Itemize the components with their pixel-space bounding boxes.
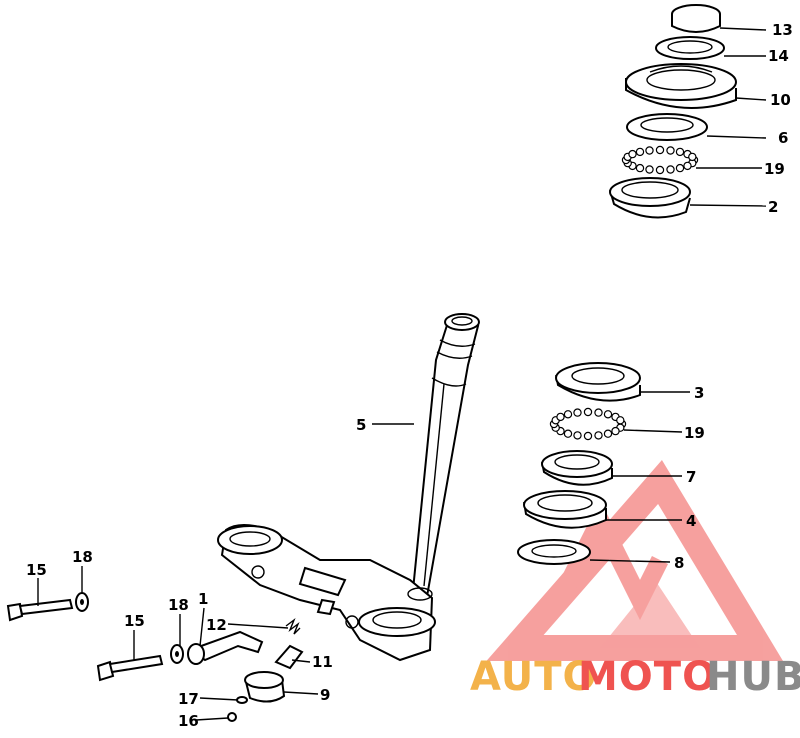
callout-3: 3: [694, 384, 704, 402]
wordmark-moto: MOTO: [578, 654, 717, 700]
steel-ball: [616, 416, 625, 425]
callout-15-mid: 15: [124, 612, 145, 630]
steel-ball: [675, 147, 685, 157]
steel-ball: [666, 165, 675, 174]
callout-9: 9: [320, 686, 330, 704]
part-steering-lock-bracket: [187, 630, 264, 665]
part-steering-stem: [217, 313, 480, 662]
callout-11: 11: [312, 653, 333, 671]
callout-19-mid: 19: [684, 424, 705, 442]
callout-14: 14: [768, 47, 789, 65]
steel-ball: [655, 145, 665, 155]
leader-lines: [37, 27, 767, 721]
callout-17: 17: [178, 690, 199, 708]
part-washer-8: [517, 539, 591, 565]
steel-ball: [583, 431, 593, 441]
steel-ball: [603, 429, 613, 438]
part-stem-nut: [671, 4, 721, 33]
callout-1: 1: [198, 590, 208, 608]
steel-ball: [645, 146, 654, 155]
steel-ball: [666, 146, 675, 155]
part-bottom-ball-race: [555, 362, 641, 402]
callout-18-mid: 18: [168, 596, 189, 614]
callout-10: 10: [770, 91, 791, 109]
callout-19-top: 19: [764, 160, 785, 178]
steel-ball: [635, 163, 645, 173]
wordmark-hub: HUB: [706, 654, 800, 700]
part-adjusting-nut: [625, 63, 737, 109]
steel-ball: [594, 431, 603, 440]
steel-ball: [611, 426, 620, 436]
part-bottom-cone-race: [541, 450, 613, 486]
callout-4: 4: [686, 512, 696, 530]
part-washer-mid: [170, 644, 184, 664]
steel-ball: [563, 429, 573, 438]
callout-8: 8: [674, 554, 684, 572]
steel-ball: [683, 161, 692, 171]
part-bolt-left: [6, 598, 74, 622]
steel-ball: [635, 147, 645, 157]
callout-5: 5: [356, 416, 366, 434]
steel-ball: [563, 410, 573, 419]
steel-ball: [573, 408, 582, 417]
part-top-ball-race: [609, 177, 691, 219]
part-collar: [244, 671, 286, 703]
steel-ball: [594, 408, 603, 417]
steel-ball: [556, 412, 565, 422]
callout-2: 2: [768, 198, 778, 216]
steel-ball: [628, 149, 637, 159]
callout-13: 13: [772, 21, 793, 39]
callout-12: 12: [206, 616, 227, 634]
part-spring: [285, 617, 301, 635]
steel-ball: [583, 407, 593, 417]
part-steel-balls-top: [621, 145, 699, 175]
callout-18-left: 18: [72, 548, 93, 566]
steel-ball: [675, 163, 685, 173]
callout-16: 16: [178, 712, 199, 730]
callout-6: 6: [778, 129, 788, 147]
part-steel-balls-bottom: [549, 407, 627, 441]
part-bolt-mid: [96, 654, 164, 682]
steel-ball: [603, 410, 613, 419]
automotohub-wordmark: AUTO MOTO HUB: [470, 654, 800, 700]
steel-ball: [688, 152, 697, 162]
callout-labels: 13 14 10 6 19 2 3 19 7 4 8 5 15 18 15 18…: [26, 21, 793, 730]
part-small-washer: [236, 696, 248, 704]
steel-ball: [655, 165, 665, 175]
part-washer-14: [655, 36, 725, 60]
steel-ball: [645, 165, 654, 174]
part-top-cone-race: [626, 113, 708, 141]
callout-15-left: 15: [26, 561, 47, 579]
part-washer-left: [75, 592, 89, 612]
callout-7: 7: [686, 468, 696, 486]
steel-ball: [573, 431, 582, 440]
part-screw: [227, 712, 237, 722]
part-lock-pin: [274, 644, 304, 670]
wordmark-auto: AUTO: [470, 654, 598, 700]
part-dust-seal: [523, 490, 607, 529]
